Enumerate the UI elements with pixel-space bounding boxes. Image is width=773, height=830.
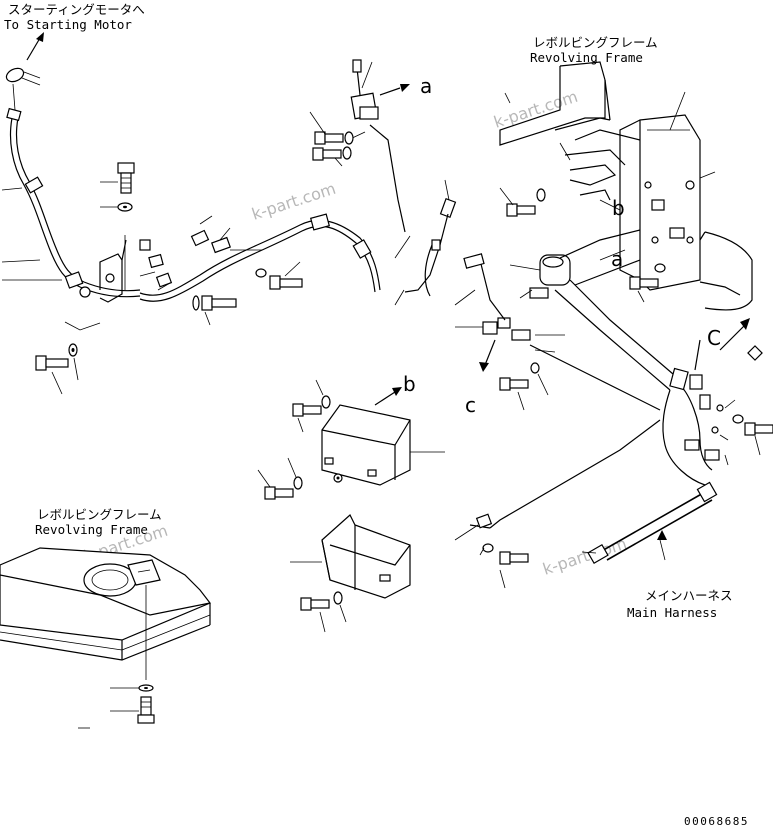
ref-c-arrow: [719, 318, 773, 456]
bolts-top-center: [309, 111, 354, 167]
label-revolving-frame-top-en: Revolving Frame: [530, 50, 643, 65]
label-revolving-frame-left-jp: レボルビングフレーム: [37, 507, 162, 522]
clamp-bracket-left: [79, 235, 127, 303]
bolt-bracket-bottom: [300, 591, 347, 633]
label-revolving-frame-top-jp: レボルビングフレーム: [533, 35, 658, 50]
small-clamps-center: [139, 215, 262, 291]
drawing-code: 00068685: [684, 815, 749, 828]
label-revolving-frame-left-en: Revolving Frame: [35, 522, 148, 537]
top-relay-connector: [347, 59, 410, 233]
bolts-right-cluster: [499, 187, 666, 303]
bolt-bottom-left: [35, 321, 101, 395]
bolt-near-c: [499, 362, 549, 411]
connector-center-right: [455, 253, 661, 411]
bolt-horizontal-1: [192, 295, 237, 326]
starting-motor-cable: [1, 32, 381, 302]
ref-b-1: b: [403, 372, 416, 396]
clip-bolt-junction: [454, 513, 529, 589]
ref-b-2: b: [612, 196, 625, 220]
main-harness: [469, 419, 718, 565]
hydraulic-tank-right: [699, 231, 753, 311]
cable-relay-to-plate: [559, 199, 641, 286]
mounting-plate: [619, 91, 716, 291]
label-starting-motor-en: To Starting Motor: [4, 17, 132, 32]
leader-lines-right: [394, 92, 571, 306]
bolt-horizontal-2: [255, 261, 303, 290]
box-bracket: [290, 514, 411, 599]
harness-connector-bundle: [662, 339, 736, 486]
label-starting-motor-jp: スターティングモータへ: [8, 2, 145, 17]
cable-relay-down: [554, 279, 681, 391]
ref-c-2: c: [465, 393, 476, 417]
revolving-frame-top: [499, 61, 641, 201]
label-main-harness-en: Main Harness: [627, 605, 717, 620]
watermark-4: k-part.com: [540, 534, 629, 579]
bolt-frame-detail: [78, 684, 155, 729]
cover-box: [321, 387, 445, 486]
ref-a-1: a: [420, 74, 432, 98]
battery-relay: [509, 254, 571, 299]
label-main-harness-jp: メインハーネス: [645, 588, 733, 603]
ref-c-1: C: [707, 326, 721, 350]
center-ground-wire: [394, 179, 457, 306]
bolt-vertical-1: [100, 162, 135, 212]
watermark-2: k-part.com: [491, 87, 580, 132]
bolts-cover-box: [257, 379, 343, 500]
revolving-frame-detail: [0, 547, 211, 680]
